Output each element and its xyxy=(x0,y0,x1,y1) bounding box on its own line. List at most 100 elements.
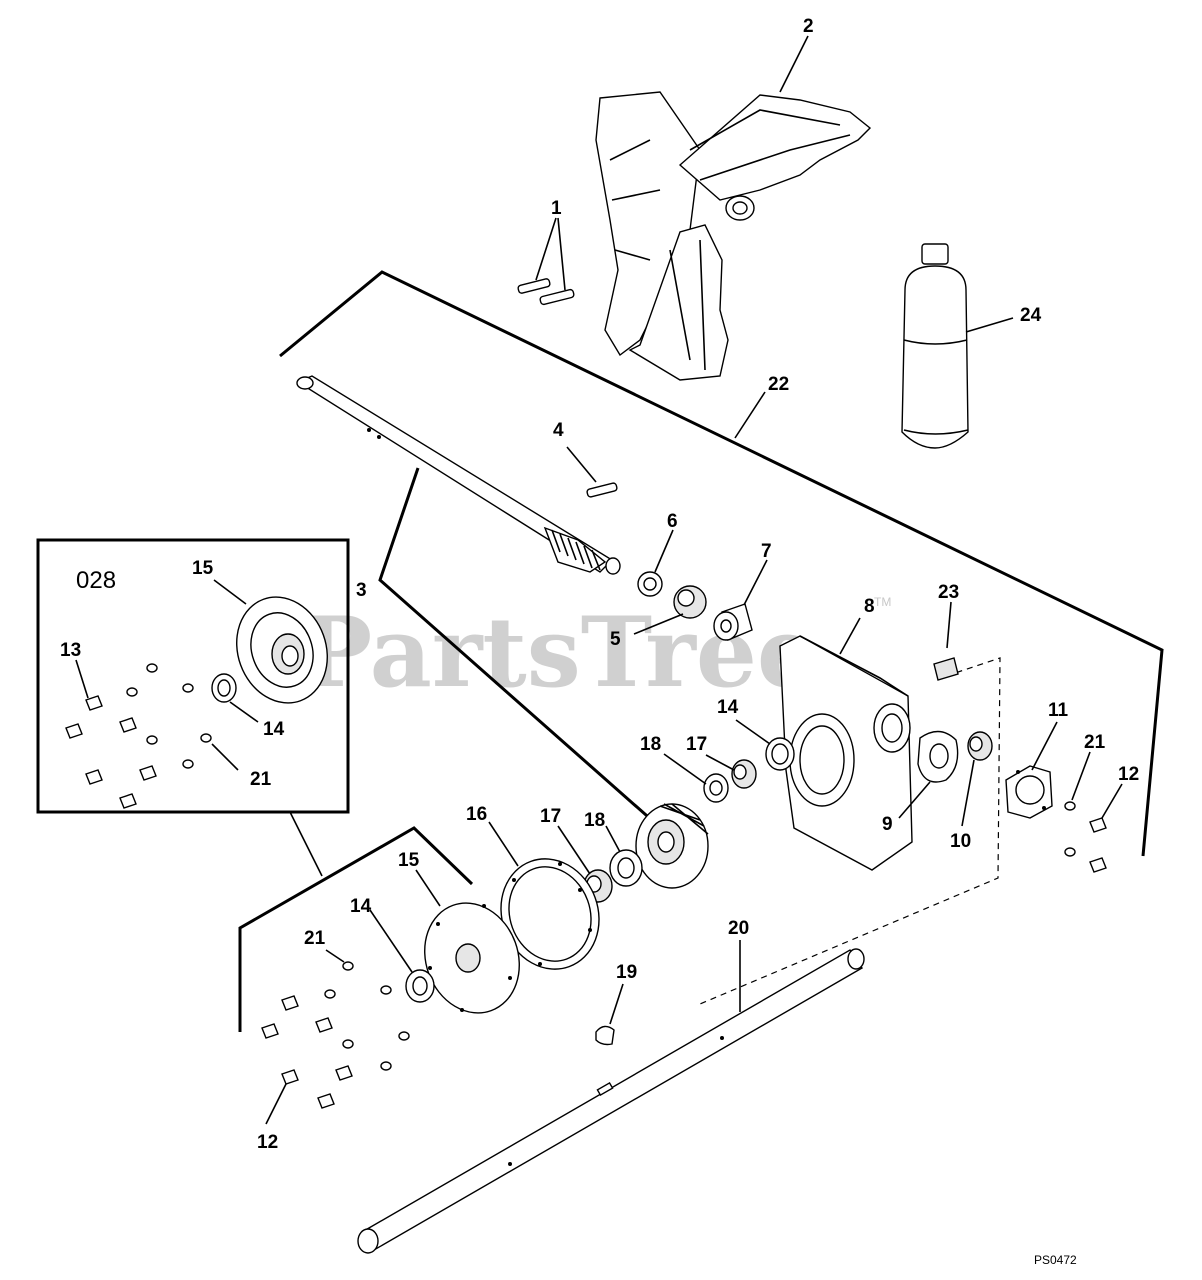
callout-16: 16 xyxy=(466,804,487,825)
leader-9 xyxy=(898,781,931,819)
callout-10: 10 xyxy=(950,831,971,852)
callout-15-inset: 15 xyxy=(192,558,214,579)
figure-code: PS0472 xyxy=(1034,1253,1077,1267)
part-4-pin[interactable] xyxy=(586,482,618,498)
part-11-end-cap[interactable] xyxy=(1005,765,1053,819)
callout-21-right: 21 xyxy=(1084,732,1106,753)
callout-4: 4 xyxy=(553,420,564,441)
callout-5: 5 xyxy=(610,629,621,650)
leader-17-upper xyxy=(705,754,735,771)
callout-17-upper: 17 xyxy=(686,734,707,755)
inset-frame xyxy=(36,538,350,814)
bracket-22 xyxy=(279,270,1164,857)
leader-18-upper xyxy=(663,753,707,785)
part-14-seal-inset[interactable] xyxy=(211,673,237,703)
leader-12-lower xyxy=(265,1083,287,1125)
part-1-shear-pins[interactable] xyxy=(517,278,575,306)
callout-1: 1 xyxy=(551,198,562,219)
leader-18-lower xyxy=(605,825,621,853)
inset-connector xyxy=(289,811,323,877)
part-9-gasket[interactable] xyxy=(917,730,959,783)
leader-5 xyxy=(633,613,684,635)
dashed-axis xyxy=(699,657,1001,1005)
leader-14-upper xyxy=(735,719,771,745)
leader-14-inset xyxy=(229,701,259,723)
leader-14-lower xyxy=(369,909,413,973)
callout-21-inset: 21 xyxy=(250,769,272,790)
callout-2: 2 xyxy=(803,16,814,37)
leader-4 xyxy=(566,446,597,483)
callout-18-lower: 18 xyxy=(584,810,605,831)
leader-16 xyxy=(488,821,519,867)
leader-15-lower xyxy=(415,869,441,907)
callout-21-lower: 21 xyxy=(304,928,326,949)
leader-11 xyxy=(1031,721,1058,771)
leader-21-inset xyxy=(211,743,239,771)
callout-15-lower: 15 xyxy=(398,850,420,871)
part-23-plug[interactable] xyxy=(933,657,959,681)
leader-10 xyxy=(961,759,975,827)
leader-7 xyxy=(743,559,768,606)
inset-code: 028 xyxy=(76,567,116,594)
right-bolts[interactable] xyxy=(1089,817,1107,873)
callout-14-lower: 14 xyxy=(350,896,372,917)
lower-lockwashers[interactable] xyxy=(324,961,410,1071)
leader-17-lower xyxy=(557,825,591,875)
callout-24: 24 xyxy=(1020,305,1042,326)
callout-7: 7 xyxy=(761,541,772,562)
callout-12-lower: 12 xyxy=(257,1132,278,1153)
leader-13 xyxy=(75,659,89,699)
part-16-gasket[interactable] xyxy=(486,845,615,983)
part-7-collar[interactable] xyxy=(713,603,753,641)
lower-bolts[interactable] xyxy=(261,995,353,1109)
inset-lockwashers[interactable] xyxy=(126,663,212,769)
leader-6 xyxy=(654,529,674,573)
watermark-trademark: TM xyxy=(874,595,891,609)
leader-8 xyxy=(839,617,861,655)
callout-14-upper: 14 xyxy=(717,697,739,718)
callout-6: 6 xyxy=(667,511,678,532)
leader-12-right xyxy=(1101,783,1123,819)
callout-19: 19 xyxy=(616,962,637,983)
callout-22: 22 xyxy=(768,374,789,395)
callout-3: 3 xyxy=(356,580,367,601)
part-15-cover-plate-inset[interactable] xyxy=(222,584,342,716)
leader-23 xyxy=(946,601,952,649)
part-8-gear-case[interactable] xyxy=(779,635,913,871)
leader-21-right xyxy=(1071,751,1091,801)
part-17-bushing-upper[interactable] xyxy=(731,759,757,789)
inset-028: 028 15 14 21 xyxy=(36,538,350,877)
bracket-lower xyxy=(238,826,474,1032)
leader-19 xyxy=(609,983,624,1025)
inset-bolts[interactable] xyxy=(65,695,157,809)
part-19-key[interactable] xyxy=(595,1025,615,1046)
bracket-3 xyxy=(378,467,673,840)
part-18-washer-lower[interactable] xyxy=(609,849,643,887)
part-14-seal-upper[interactable] xyxy=(765,737,795,771)
callout-14-inset: 14 xyxy=(263,719,285,740)
callout-13: 13 xyxy=(60,640,81,661)
part-18-washer-upper[interactable] xyxy=(703,773,729,803)
part-6-washer[interactable] xyxy=(637,571,663,597)
callout-11: 11 xyxy=(1048,700,1069,721)
callout-18-upper: 18 xyxy=(640,734,661,755)
right-lockwashers[interactable] xyxy=(1064,801,1076,857)
part-24-lubricant-bottle[interactable] xyxy=(901,243,969,449)
leader-21-lower xyxy=(325,949,345,963)
part-3-worm-shaft[interactable] xyxy=(296,375,621,575)
leader-1 xyxy=(535,217,566,291)
leader-22 xyxy=(734,391,766,439)
part-14-seal-lower[interactable] xyxy=(405,969,435,1003)
callout-20: 20 xyxy=(728,918,749,939)
callout-9: 9 xyxy=(882,814,893,835)
leader-15-inset xyxy=(213,579,247,605)
part-20-auger-shaft[interactable] xyxy=(357,948,865,1254)
part-5-bushing[interactable] xyxy=(673,585,707,619)
leader-2 xyxy=(779,35,809,93)
worm-gear[interactable] xyxy=(635,803,709,889)
part-10-bushing[interactable] xyxy=(967,731,993,761)
callout-17-lower: 17 xyxy=(540,806,561,827)
callout-8: 8 xyxy=(864,596,875,617)
part-2-auger[interactable] xyxy=(595,91,872,381)
